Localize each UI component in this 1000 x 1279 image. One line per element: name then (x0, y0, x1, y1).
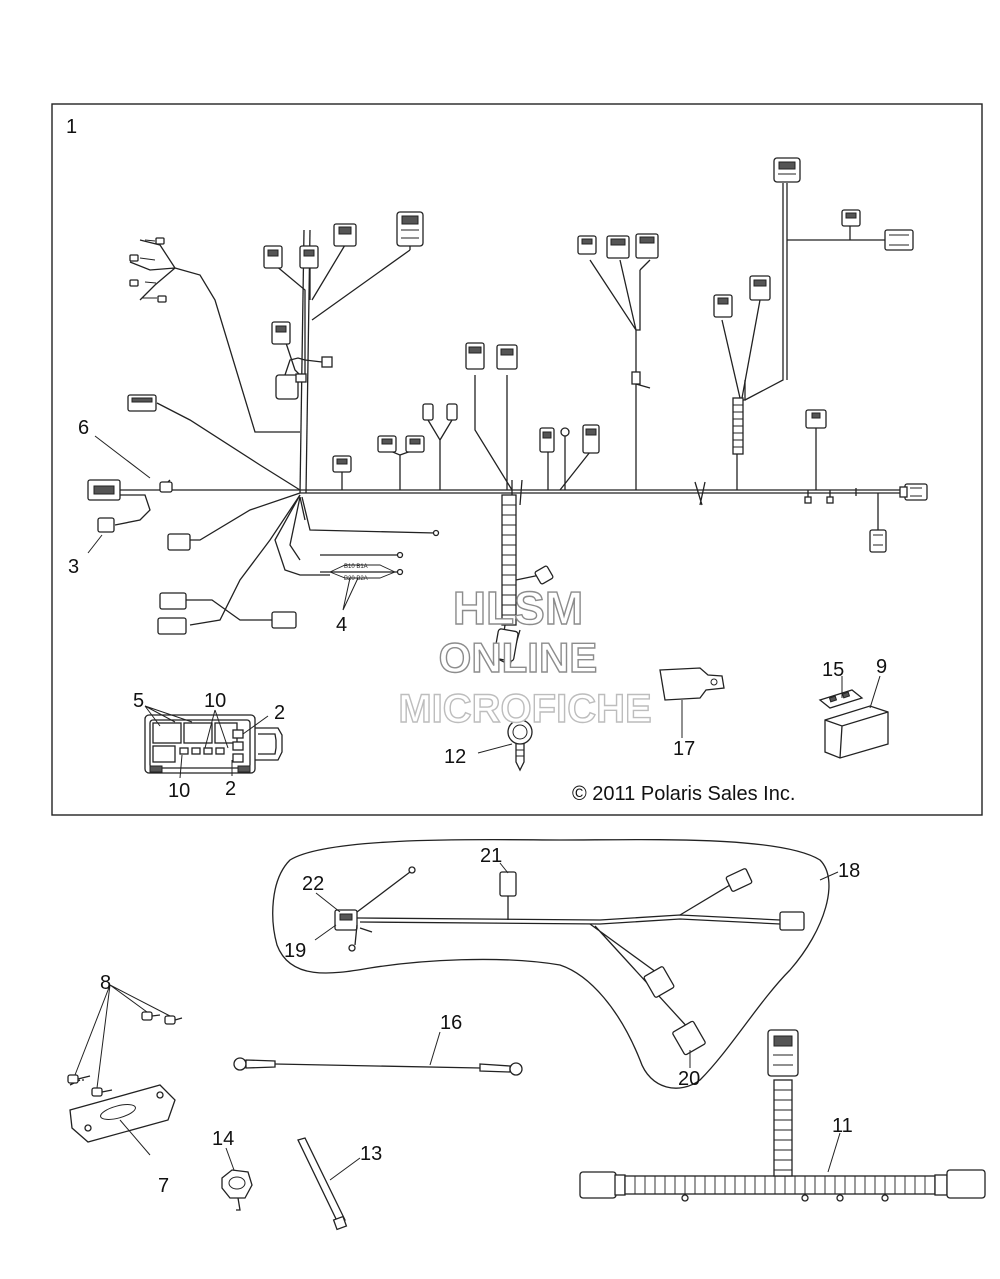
callout-1: 1 (66, 116, 77, 138)
copyright-text: © 2011 Polaris Sales Inc. (572, 783, 795, 805)
callout-10-top: 10 (204, 690, 226, 712)
callout-3: 3 (68, 556, 79, 578)
callout-18: 18 (838, 860, 860, 882)
callout-11: 11 (832, 1115, 853, 1137)
callout-5: 5 (133, 690, 144, 712)
callout-10-bottom: 10 (168, 780, 190, 802)
callout-4: 4 (336, 614, 347, 636)
callout-16: 16 (440, 1012, 462, 1034)
callout-2-bottom: 2 (225, 778, 236, 800)
sub-harness (272, 838, 830, 1089)
svg-text:B10 B1A: B10 B1A (344, 564, 368, 570)
grommet (507, 719, 533, 772)
callout-6: 6 (78, 417, 89, 439)
callout-13: 13 (360, 1143, 382, 1165)
conduit-harness (579, 1029, 986, 1202)
harness-cover (659, 667, 725, 701)
callout-9: 9 (876, 656, 887, 678)
cable-tie (297, 1137, 348, 1231)
main-wiring-harness: B10 B1A B20 B2A (87, 157, 928, 666)
callout-labels: 1 6 3 4 5 10 2 10 2 12 17 15 9 © 2011 Po… (66, 116, 887, 1197)
svg-text:B20 B2A: B20 B2A (344, 576, 368, 582)
watermark-line-3: MICROFICHE (398, 687, 651, 731)
mounting-bracket (67, 1011, 183, 1143)
relay-block (818, 689, 889, 759)
watermark-line-1: HLSM (453, 582, 583, 634)
callout-2-top: 2 (274, 702, 285, 724)
callout-17: 17 (673, 738, 695, 760)
callout-12: 12 (444, 746, 466, 768)
callout-20: 20 (678, 1068, 700, 1090)
callout-21: 21 (480, 845, 502, 867)
main-harness-frame (51, 103, 983, 816)
fuse-relay-box (144, 714, 283, 774)
callout-15: 15 (822, 659, 844, 681)
watermark: HLSM ONLINE MICROFICHE (398, 581, 653, 731)
callout-22: 22 (302, 873, 324, 895)
callout-14: 14 (212, 1128, 234, 1150)
wire-clip (221, 1169, 253, 1211)
callout-19: 19 (284, 940, 306, 962)
callout-7: 7 (158, 1175, 169, 1197)
watermark-line-2: ONLINE (439, 634, 598, 681)
callout-leaders (74, 435, 881, 1181)
ground-cable (233, 1057, 523, 1076)
callout-8: 8 (100, 972, 111, 994)
